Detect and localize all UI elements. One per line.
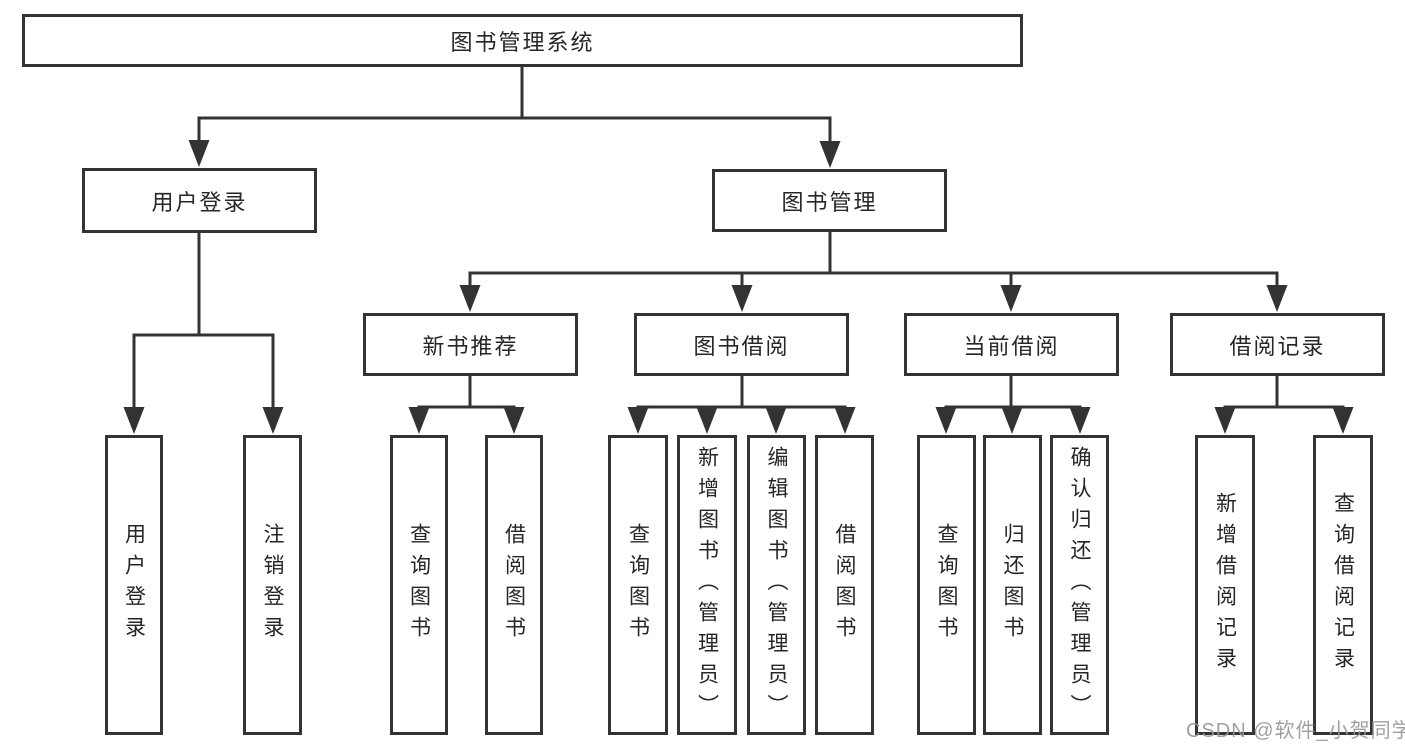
leaf-borrow-query-label: 查询图书 (626, 523, 650, 647)
csdn-watermark: CSDN @软件_小贺同学 (1186, 720, 1405, 742)
node-current-borrow: 当前借阅 (904, 313, 1119, 376)
leaf-borrow-add-admin-label: 新增图书（管理员） (695, 445, 719, 725)
leaf-current-query-label: 查询图书 (935, 523, 958, 647)
leaf-newbooks-query: 查询图书 (390, 435, 448, 735)
node-user-login: 用户登录 (82, 168, 317, 233)
leaf-current-confirm-admin: 确认归还（管理员） (1050, 435, 1109, 735)
connector-arrowheads (123, 140, 1354, 434)
leaf-borrow-edit-admin: 编辑图书（管理员） (747, 435, 806, 735)
leaf-records-add: 新增借阅记录 (1195, 435, 1255, 735)
leaf-user-login: 用户登录 (105, 435, 163, 735)
leaf-borrow-add-admin: 新增图书（管理员） (677, 435, 737, 735)
leaf-current-return: 归还图书 (983, 435, 1042, 735)
node-root: 图书管理系统 (22, 14, 1023, 67)
leaf-borrow-edit-admin-label: 编辑图书（管理员） (765, 445, 788, 725)
leaf-current-return-label: 归还图书 (1001, 523, 1024, 647)
leaf-records-add-label: 新增借阅记录 (1213, 492, 1237, 678)
node-borrow-records: 借阅记录 (1170, 313, 1385, 376)
node-book-borrow: 图书借阅 (634, 313, 849, 376)
leaf-records-query: 查询借阅记录 (1313, 435, 1373, 735)
node-book-mgmt: 图书管理 (712, 169, 947, 232)
leaf-borrow-book-label: 借阅图书 (833, 523, 856, 647)
leaf-current-confirm-admin-label: 确认归还（管理员） (1068, 445, 1091, 725)
leaf-user-login-label: 用户登录 (122, 523, 146, 647)
node-new-books: 新书推荐 (363, 313, 578, 376)
leaf-current-query: 查询图书 (917, 435, 976, 735)
leaf-borrow-query: 查询图书 (608, 435, 668, 735)
leaf-newbooks-borrow-label: 借阅图书 (502, 523, 526, 647)
leaf-newbooks-query-label: 查询图书 (407, 523, 431, 647)
leaf-logout: 注销登录 (243, 435, 302, 735)
leaf-logout-label: 注销登录 (261, 523, 284, 647)
leaf-records-query-label: 查询借阅记录 (1331, 492, 1355, 678)
leaf-borrow-book: 借阅图书 (815, 435, 874, 735)
leaf-newbooks-borrow: 借阅图书 (485, 435, 543, 735)
